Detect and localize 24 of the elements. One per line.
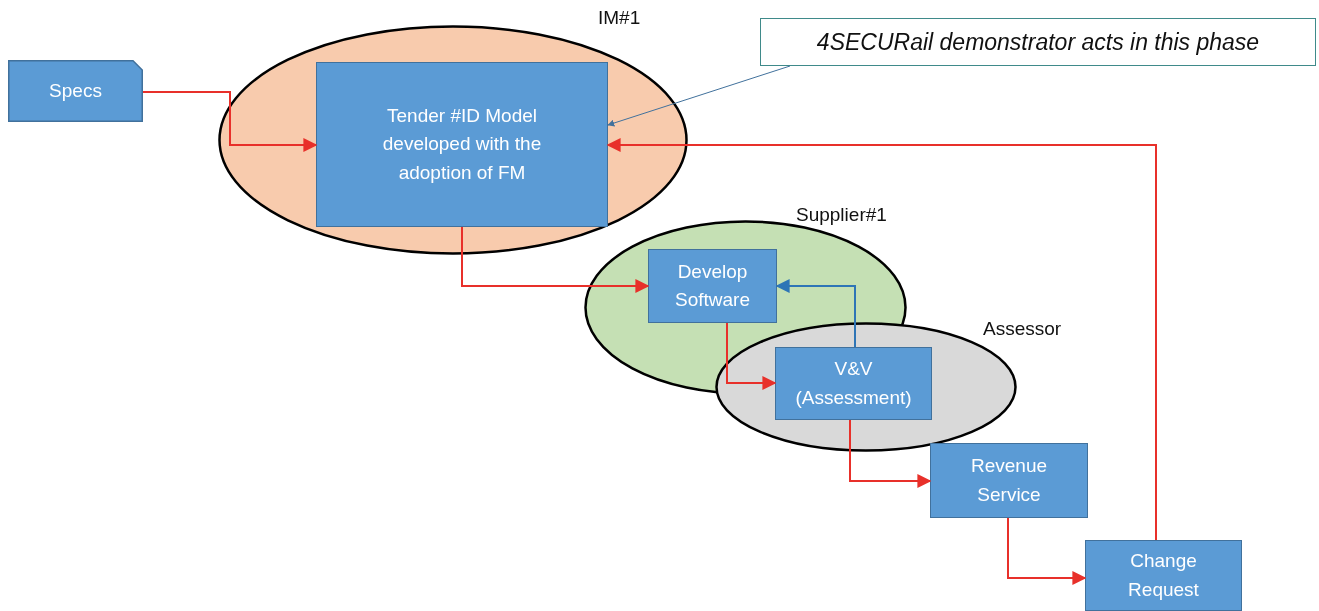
group-label: Supplier#1	[796, 204, 887, 226]
process-box	[316, 62, 608, 227]
process-box	[930, 443, 1088, 518]
arrow	[1007, 517, 1087, 585]
document-label: Specs	[48, 78, 103, 103]
group-label: Assessor	[983, 318, 1062, 340]
arrow	[849, 419, 932, 488]
process-box	[775, 347, 932, 420]
arrow	[461, 226, 650, 293]
box-label: Tender #ID Model developed with the adoption of FM	[381, 103, 543, 185]
box-label: Revenue Service	[969, 454, 1049, 507]
box-label: V&V (Assessment)	[794, 357, 913, 410]
leader-arrow	[607, 65, 791, 127]
callout-text: 4SECURail demonstrator acts in this phase	[816, 28, 1260, 56]
box-label: Change Request	[1127, 549, 1200, 602]
callout-box	[760, 18, 1316, 66]
box-label: Develop Software	[674, 259, 751, 312]
group-label: IM#1	[598, 7, 641, 29]
arrow	[142, 91, 318, 152]
process-box	[648, 249, 777, 323]
arrow	[606, 138, 1157, 541]
arrow	[775, 279, 856, 348]
process-box	[1085, 540, 1242, 611]
arrow	[726, 322, 777, 390]
